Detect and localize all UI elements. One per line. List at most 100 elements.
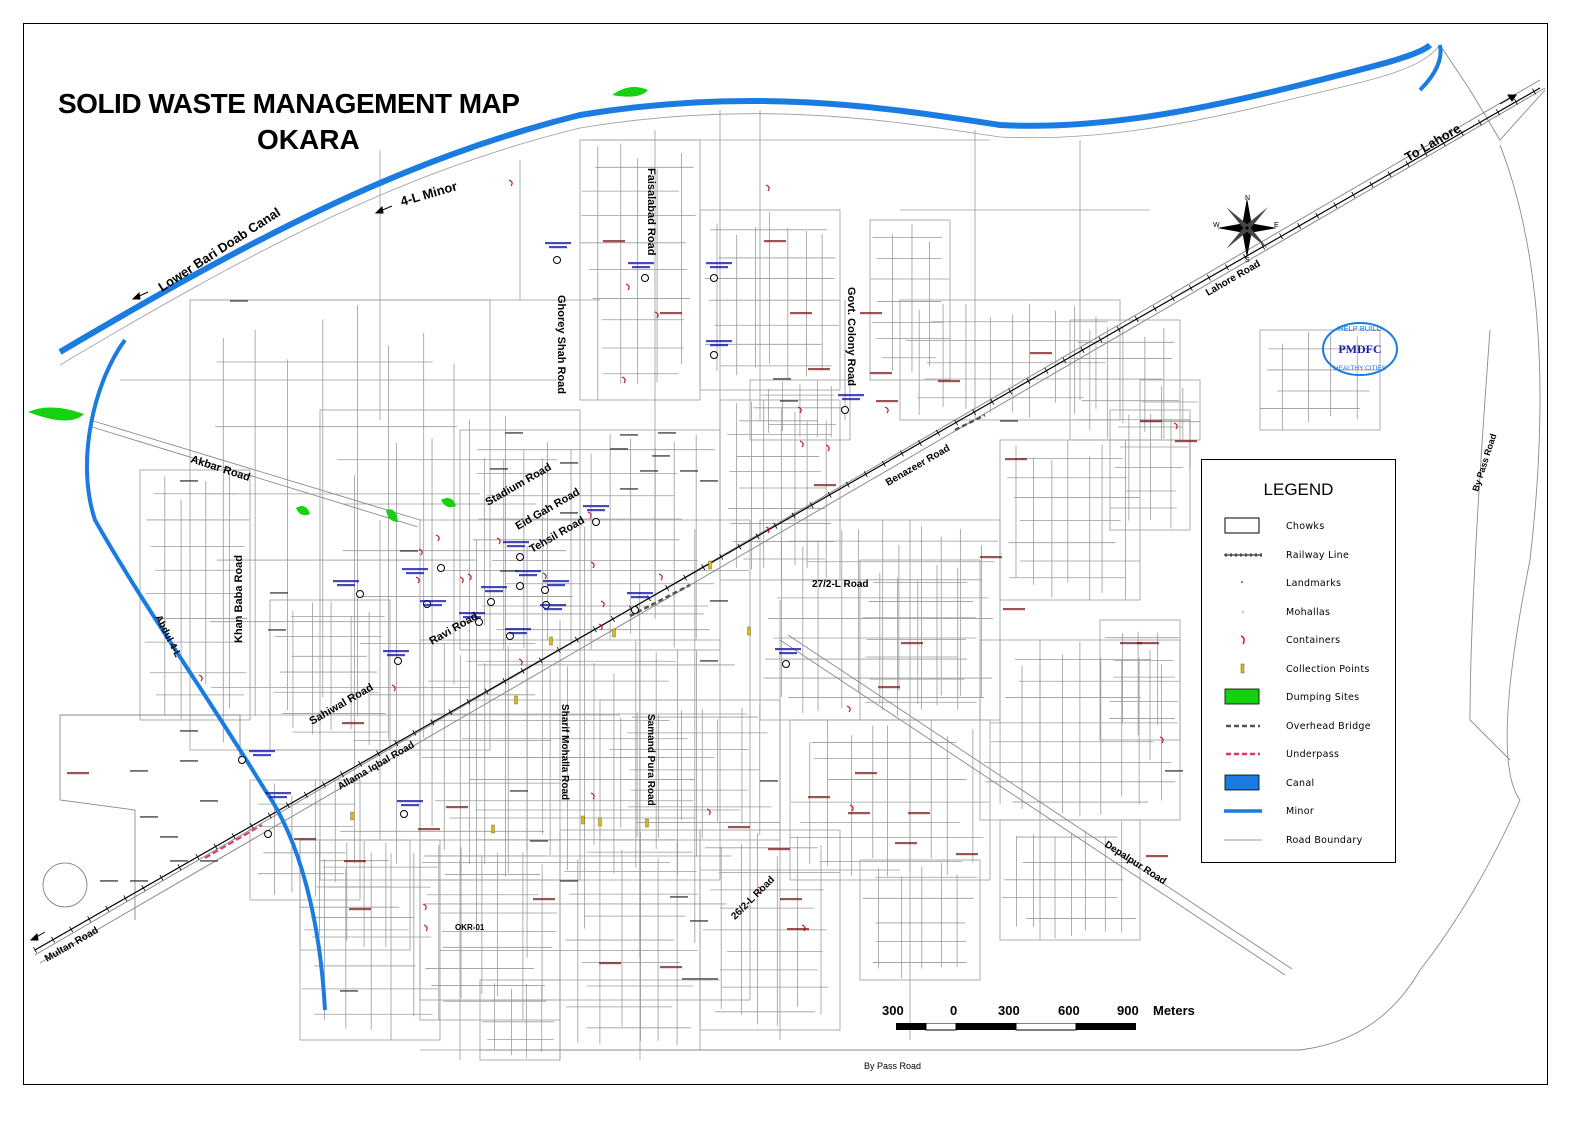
railway-icon: [1224, 552, 1262, 557]
logo-center: PMDFC: [1338, 342, 1381, 356]
dumping-site: [612, 86, 648, 97]
legend-label: Collection Points: [1286, 663, 1370, 675]
underpass: [204, 824, 263, 859]
collection-point: [549, 636, 553, 646]
container-marker: [884, 406, 889, 414]
legend-item-mohalla: Mohallas: [1202, 603, 1395, 625]
chowk-marker: [641, 274, 649, 282]
legend-item-underpass: Underpass: [1202, 745, 1395, 767]
legend-item-overhead: Overhead Bridge: [1202, 717, 1395, 739]
chowk-marker: [553, 256, 561, 264]
dumping-site: [386, 509, 398, 522]
container-marker: [799, 440, 804, 448]
chowk-icon: [1224, 517, 1260, 534]
container-marker: [415, 576, 420, 584]
scale-label-0: 300: [882, 1003, 904, 1018]
scale-label-3: 600: [1058, 1003, 1080, 1018]
street-grid: [120, 110, 1381, 1061]
canal: [58, 42, 1433, 355]
label-akbar-road: Akbar Road: [189, 453, 251, 483]
label-ghorey-shah-road: Ghorey Shah Road: [555, 295, 567, 394]
container-marker: [508, 179, 513, 187]
container-marker: [797, 406, 802, 414]
legend-item-chowk: Chowks: [1202, 517, 1395, 539]
chowk-marker: [264, 830, 272, 838]
legend-label: Underpass: [1286, 749, 1340, 760]
chowk-marker: [394, 657, 402, 665]
overhead-bridges: [629, 413, 986, 618]
legend-item-landmark: Landmarks: [1202, 574, 1395, 596]
legend-label: Landmarks: [1286, 578, 1342, 589]
legend-label: Mohallas: [1286, 606, 1331, 618]
container-marker: [467, 573, 472, 581]
pmdfc-logo: HELP BUILD PMDFC HEALTHY CITIES: [1320, 318, 1400, 380]
container-marker: [658, 573, 663, 581]
container-marker: [590, 561, 595, 569]
collection-point: [581, 815, 585, 825]
logo-bottom: HEALTHY CITIES: [1334, 365, 1387, 372]
collection-points: [350, 560, 751, 834]
logo-top: HELP BUILD: [1338, 324, 1382, 333]
north-arrow-icon: N E S W: [1212, 193, 1282, 264]
container-marker: [496, 537, 501, 545]
container-marker: [706, 808, 711, 816]
compass-e: E: [1274, 222, 1279, 229]
collection-point: [598, 817, 602, 827]
label-bypass-bottom: By Pass Road: [864, 1061, 922, 1071]
landmark-icon: [1241, 580, 1243, 583]
map-title: SOLID WASTE MANAGEMENT MAP: [58, 88, 520, 119]
legend-item-road: Road Boundary: [1202, 831, 1395, 853]
akbar-road-line: [89, 419, 421, 528]
label-bypass-right: By Pass Road: [1470, 432, 1498, 492]
minor: [84, 338, 327, 1011]
legend-item-minor: Minor: [1202, 802, 1395, 824]
collection-point: [612, 628, 616, 638]
direction-arrows: [29, 94, 1517, 941]
container-marker: [587, 511, 592, 519]
label-samand-pura-road: Samand Pura Road: [645, 714, 656, 806]
legend-label: Minor: [1286, 806, 1315, 817]
railway-ticks: [33, 88, 1536, 953]
chowk-marker: [516, 553, 524, 561]
chowk-marker: [437, 564, 445, 572]
chowk-marker: [710, 274, 718, 282]
container-marker: [1159, 736, 1164, 744]
chowk-marker: [356, 590, 364, 598]
container-marker: [1173, 422, 1178, 430]
container-marker: [625, 283, 630, 291]
container-icon: [1240, 635, 1245, 645]
scale-label-2: 300: [998, 1003, 1020, 1018]
legend-label: Dumping Sites: [1286, 692, 1360, 703]
chowk-marker: [710, 351, 718, 359]
railway-line: [34, 87, 1541, 951]
legend-label: Chowks: [1286, 521, 1325, 532]
canal-icon: [1224, 774, 1260, 790]
label-sahiwal-road: Sahiwal Road: [308, 681, 376, 727]
label-27-2-l-road: 27/2-L Road: [812, 579, 869, 590]
collection-point: [708, 560, 712, 570]
chowk-marker: [475, 618, 483, 626]
container-marker: [825, 444, 830, 452]
legend-item-canal: Canal: [1202, 774, 1395, 796]
container-marker: [391, 684, 396, 692]
mohalla-labels: [67, 240, 1298, 992]
mohalla-icon: [1242, 609, 1244, 613]
scale-label-4: 900: [1117, 1003, 1139, 1018]
container-marker: [423, 924, 428, 932]
legend-label: Canal: [1286, 777, 1315, 789]
overhead-icon: [1226, 724, 1260, 727]
container-marker: [846, 705, 851, 713]
underpass-icon: [1226, 752, 1260, 756]
label-abdul-4l: Abdul 4-L: [152, 613, 183, 659]
container-marker: [198, 674, 203, 682]
container-marker: [600, 600, 605, 608]
compass-n: N: [1245, 195, 1250, 202]
chowk-marker: [841, 406, 849, 414]
chowk-marker: [631, 606, 639, 614]
label-faisalabad-road: Faisalabad Road: [645, 168, 657, 255]
legend-item-container: Containers: [1202, 631, 1395, 653]
label-26-2-l-road: 26/2-L Road: [729, 874, 777, 922]
label-sharif-mohalla-road: Sharif Mohalla Road: [559, 704, 570, 800]
